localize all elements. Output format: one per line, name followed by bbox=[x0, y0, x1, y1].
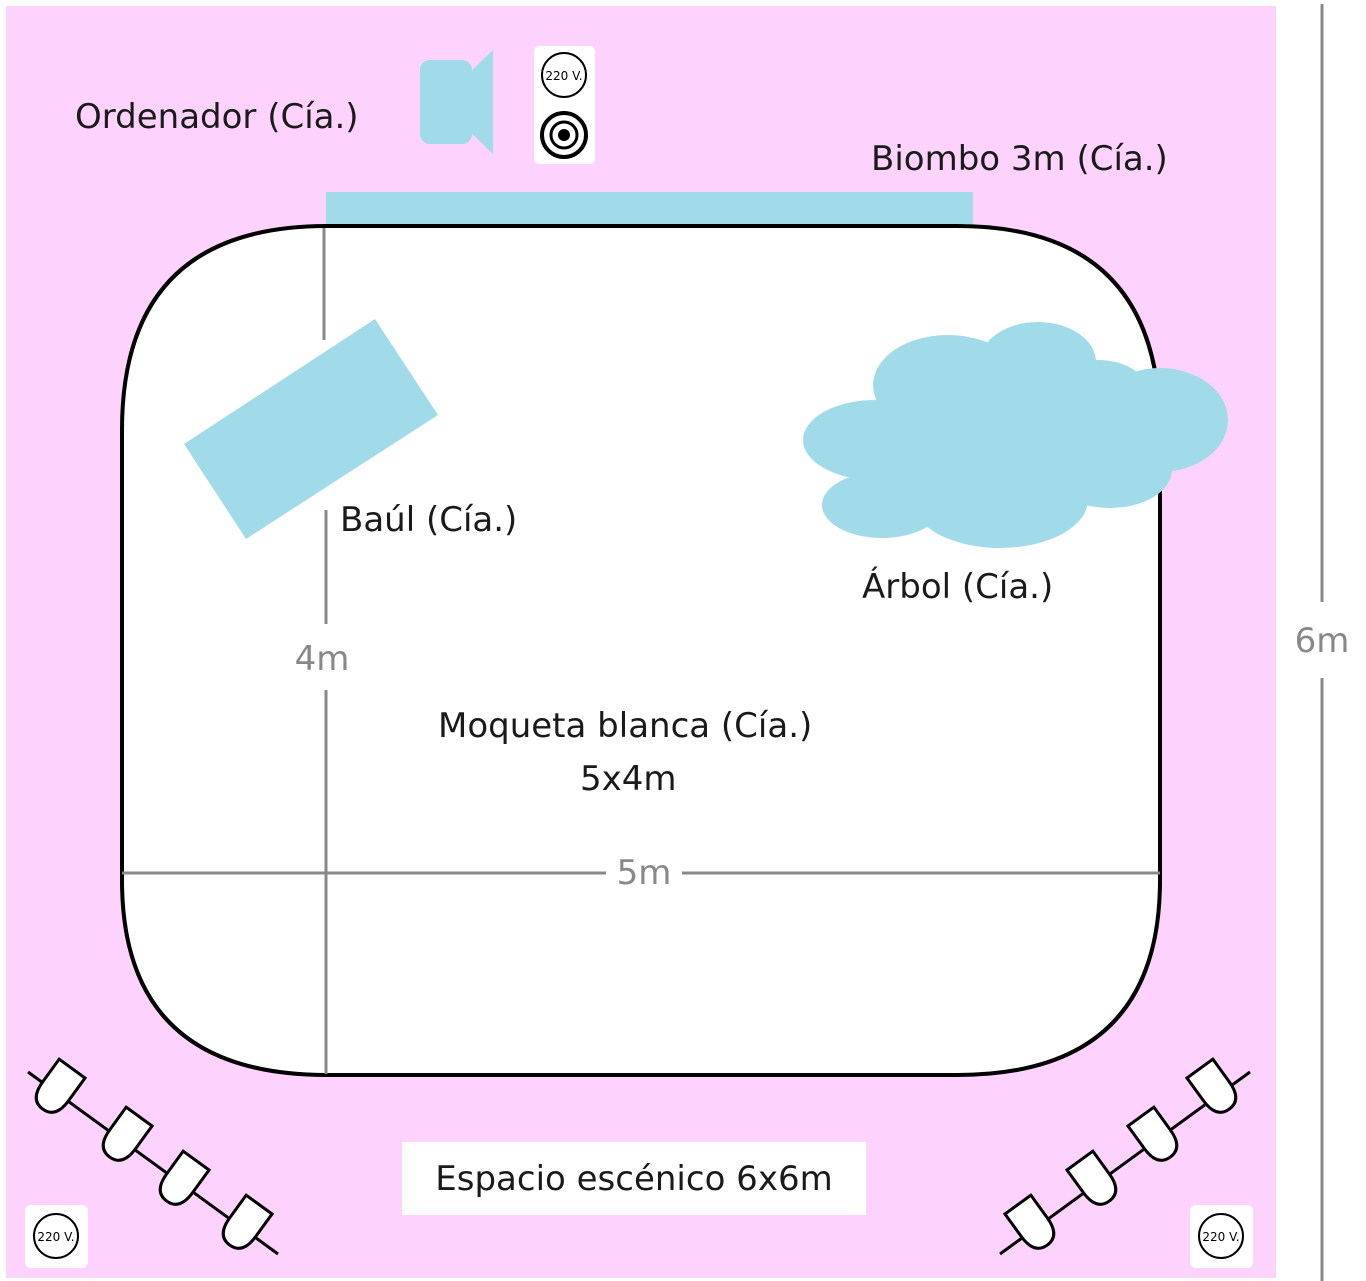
computer-label: Ordenador (Cía.) bbox=[75, 97, 359, 137]
dimension-4m-label: 4m bbox=[295, 639, 350, 679]
folding-screen bbox=[326, 192, 973, 224]
dimension-5m-label: 5m bbox=[617, 853, 672, 893]
left-spotlight-icon bbox=[34, 1057, 88, 1114]
trunk-label: Baúl (Cía.) bbox=[340, 500, 517, 540]
carpet-size-label: 5x4m bbox=[580, 759, 677, 799]
lighting-bar-left bbox=[27, 1057, 279, 1256]
trunk bbox=[184, 319, 438, 539]
carpet-label: Moqueta blanca (Cía.) bbox=[438, 706, 812, 746]
dimension-4m: 4m bbox=[295, 228, 350, 1074]
outlet-bottom-left: 220 V. bbox=[25, 1205, 88, 1268]
right-spotlight-icon bbox=[1125, 1105, 1179, 1162]
stage-label: Espacio escénico 6x6m bbox=[435, 1159, 832, 1199]
outlet-bottom-right-label: 220 V. bbox=[1202, 1230, 1239, 1244]
lighting-bar-right bbox=[999, 1057, 1251, 1256]
outlet-bottom-right: 220 V. bbox=[1190, 1205, 1253, 1268]
speaker-icon bbox=[540, 111, 588, 159]
computer-icon bbox=[420, 50, 493, 154]
tree bbox=[803, 322, 1228, 548]
tree-label: Árbol (Cía.) bbox=[862, 566, 1053, 607]
dimension-5m: 5m bbox=[122, 853, 1160, 893]
right-spotlight-icon bbox=[1064, 1149, 1118, 1206]
dimension-6m: 6m bbox=[1295, 4, 1350, 1281]
outlet-top-label: 220 V. bbox=[545, 69, 582, 83]
dimension-6m-label: 6m bbox=[1295, 621, 1350, 661]
right-spotlight-icon bbox=[1184, 1057, 1238, 1114]
screen-label: Biombo 3m (Cía.) bbox=[871, 139, 1168, 179]
left-spotlight-icon bbox=[101, 1105, 155, 1162]
left-spotlight-icon bbox=[158, 1149, 212, 1206]
stage-label-box bbox=[402, 1142, 866, 1215]
outlet-bottom-left-label: 220 V. bbox=[37, 1230, 74, 1244]
left-spotlight-icon bbox=[221, 1193, 275, 1250]
right-spotlight-icon bbox=[1002, 1193, 1056, 1250]
